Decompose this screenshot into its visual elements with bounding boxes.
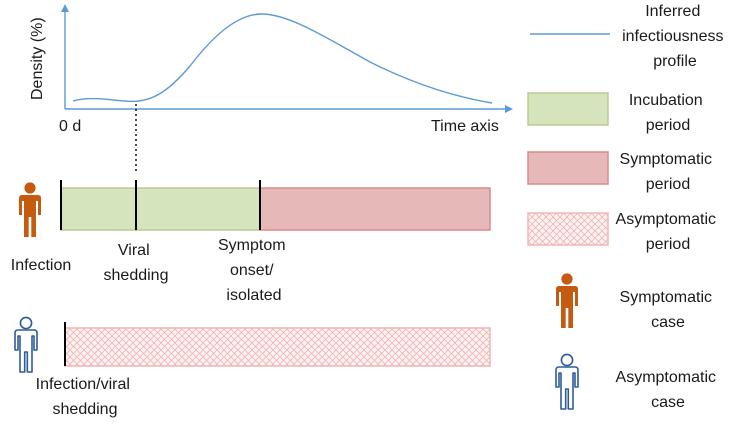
legend-label-asymptomatic-case: Asymptomatic case (616, 369, 721, 411)
person-filled-icon (19, 182, 41, 237)
legend-label-infectiousness: Inferred infectiousness profile (622, 3, 728, 70)
density-plot: Density (%) 0 d Time axis (29, 4, 513, 172)
event-label-symptom-onset: Symptom onset/ isolated (218, 237, 290, 304)
arrow-up-icon (61, 4, 69, 12)
legend-person-outline-icon (555, 353, 579, 410)
person-outline-icon (14, 316, 38, 373)
event-label-infection: Infection (11, 257, 71, 274)
legend-swatch-incubation (527, 92, 609, 126)
legend-label-asymptomatic-period: Asymptomatic period (616, 211, 721, 253)
legend-swatch-symptomatic-period (527, 151, 609, 185)
legend: Inferred infectiousness profile Incubati… (527, 3, 728, 411)
symptomatic-period-bar (259, 187, 491, 231)
incubation-period-bar (60, 187, 261, 231)
asymptomatic-period-bar (64, 327, 491, 367)
event-label-viral-shedding: Viral shedding (104, 242, 169, 284)
y-axis-label: Density (%) (29, 17, 46, 100)
legend-label-incubation: Incubation period (629, 92, 707, 134)
infectiousness-curve (72, 13, 493, 104)
event-label-infection-viral-shedding: Infection/viral shedding (36, 376, 135, 418)
legend-label-symptomatic-period: Symptomatic period (620, 151, 717, 193)
asymptomatic-timeline: Infection/viral shedding (14, 316, 491, 418)
legend-label-symptomatic-case: Symptomatic case (620, 289, 717, 331)
legend-swatch-asymptomatic-period (527, 212, 609, 246)
legend-person-filled-icon (556, 273, 578, 328)
x-axis-label: Time axis (431, 118, 499, 135)
arrow-right-icon (505, 105, 513, 113)
symptomatic-timeline: Infection Viral shedding Symptom onset/ … (11, 180, 491, 304)
origin-label: 0 d (59, 118, 81, 135)
